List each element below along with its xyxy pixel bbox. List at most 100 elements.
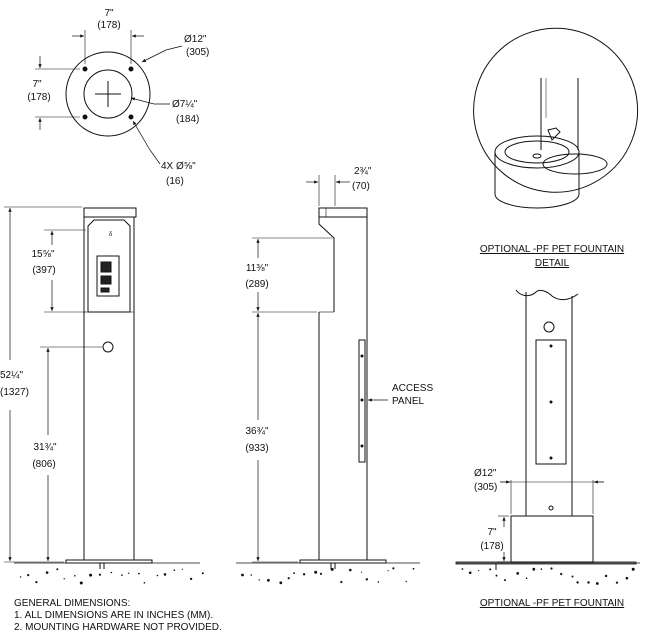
base-plate-plan-view xyxy=(35,30,183,165)
soil-speck xyxy=(587,581,590,584)
soil-speck xyxy=(392,567,395,570)
soil-speck xyxy=(349,568,352,572)
soil-speck xyxy=(163,573,167,576)
pet-height-mm: (178) xyxy=(480,541,504,552)
front-overall-height: 52¼" xyxy=(0,370,24,381)
soil-speck xyxy=(495,574,498,577)
soil-speck xyxy=(560,572,563,576)
plan-dim-left-mm: (178) xyxy=(27,92,51,103)
detail-caption-1: OPTIONAL -PF PET FOUNTAIN xyxy=(479,244,625,255)
soil-speck xyxy=(287,577,290,580)
front-lower-height-mm: (806) xyxy=(32,459,56,470)
pet-fountain-detail-view xyxy=(473,27,639,209)
svg-text:δ: δ xyxy=(109,232,113,238)
soil-speck xyxy=(250,574,253,576)
soil-speck xyxy=(63,578,65,580)
soil-speck xyxy=(189,577,193,581)
soil-speck xyxy=(138,572,140,575)
front-lower-height: 31¾" xyxy=(33,442,57,453)
pet-dia-mm: (305) xyxy=(474,482,498,493)
plan-dim-top: 7" xyxy=(104,8,114,19)
soil-speck xyxy=(360,571,363,573)
pet-caption: OPTIONAL -PF PET FOUNTAIN xyxy=(479,598,625,609)
general-notes: GENERAL DIMENSIONS: 1. ALL DIMENSIONS AR… xyxy=(14,598,222,634)
soil-speck xyxy=(156,574,159,577)
plan-dim-left: 7" xyxy=(32,79,42,90)
soil-speck xyxy=(631,567,635,571)
plan-holes-mm: (16) xyxy=(166,176,184,187)
soil-speck xyxy=(314,570,318,574)
side-upper-height: 11⅜" xyxy=(245,263,269,274)
side-top-depth: 2¾" xyxy=(354,166,372,177)
side-view xyxy=(252,175,388,569)
soil-speck xyxy=(377,581,380,583)
soil-speck xyxy=(128,572,130,574)
pet-fountain-view xyxy=(455,289,637,570)
soil-speck xyxy=(365,578,368,581)
soil-speck xyxy=(293,572,295,575)
front-top-section: 15⅝" xyxy=(31,249,55,260)
soil-speck xyxy=(604,574,608,578)
soil-speck xyxy=(98,573,101,576)
pet-height: 7" xyxy=(487,527,497,538)
soil-speck xyxy=(615,581,619,584)
soil-speck xyxy=(478,570,480,572)
soil-speck xyxy=(516,572,520,575)
detail-caption-2: DETAIL xyxy=(534,258,570,269)
soil-speck xyxy=(540,568,543,570)
soil-speck xyxy=(468,571,472,574)
side-lower-height-mm: (933) xyxy=(245,443,269,454)
notes-line-2: 2. MOUNTING HARDWARE NOT PROVIDED. xyxy=(14,622,222,633)
soil-speck xyxy=(121,574,123,576)
plan-dia-outer-mm: (305) xyxy=(186,47,210,58)
soil-speck xyxy=(143,582,146,584)
soil-speck xyxy=(267,578,270,582)
soil-speck xyxy=(550,567,553,570)
side-upper-height-mm: (289) xyxy=(245,279,269,290)
soil-speck xyxy=(258,579,260,581)
soil-speck xyxy=(27,574,30,577)
soil-speck xyxy=(461,568,464,570)
access-panel-label-1: ACCESS xyxy=(392,383,434,394)
soil-speck xyxy=(387,570,389,572)
notes-line-1: 1. ALL DIMENSIONS ARE IN INCHES (MM). xyxy=(14,610,214,621)
soil-speck xyxy=(45,571,49,574)
soil-speck xyxy=(319,572,323,575)
plan-dim-top-mm: (178) xyxy=(97,20,121,31)
soil-speck xyxy=(74,575,76,577)
side-lower-height: 36¾" xyxy=(245,426,269,437)
soil-speck xyxy=(279,581,283,585)
notes-title: GENERAL DIMENSIONS: xyxy=(14,598,131,609)
soil-speck xyxy=(35,581,38,584)
plan-dia-inner: Ø7¼" xyxy=(172,99,198,110)
soil-speck xyxy=(56,568,59,571)
plan-dia-inner-mm: (184) xyxy=(176,114,200,125)
plan-holes: 4X Ø⅝" xyxy=(161,161,196,172)
soil-speck xyxy=(340,580,343,584)
soil-speck xyxy=(532,567,536,571)
soil-speck xyxy=(405,580,407,583)
access-panel-label-2: PANEL xyxy=(392,396,425,407)
soil-speck xyxy=(181,568,183,571)
soil-speck xyxy=(173,569,176,571)
soil-speck xyxy=(489,568,492,571)
soil-speck xyxy=(576,581,579,584)
soil-speck xyxy=(89,573,93,577)
soil-speck xyxy=(525,577,528,579)
soil-speck xyxy=(79,581,83,585)
pet-dia: Ø12" xyxy=(474,468,497,479)
soil-speck xyxy=(571,575,574,578)
side-top-depth-mm: (70) xyxy=(352,181,370,192)
soil-speck xyxy=(625,576,629,580)
soil-speck xyxy=(110,571,113,574)
soil-speck xyxy=(412,567,415,570)
soil-speck xyxy=(504,579,506,582)
front-top-section-mm: (397) xyxy=(32,265,56,276)
soil-speck xyxy=(201,572,204,575)
plan-dia-outer: Ø12" xyxy=(184,34,207,45)
soil-speck xyxy=(595,582,599,585)
ground-soil xyxy=(19,567,635,585)
front-overall-height-mm: (1327) xyxy=(0,387,29,398)
soil-speck xyxy=(302,573,306,576)
